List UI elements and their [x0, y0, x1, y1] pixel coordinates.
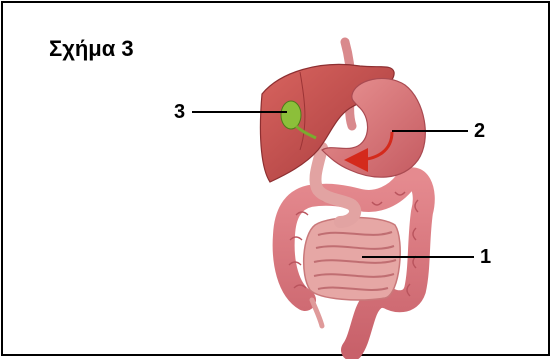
callout-2: 2 — [474, 121, 485, 141]
gallbladder — [281, 101, 301, 129]
small-intestine — [304, 218, 401, 300]
callout-1: 1 — [480, 247, 491, 267]
callout-3: 3 — [174, 102, 185, 122]
